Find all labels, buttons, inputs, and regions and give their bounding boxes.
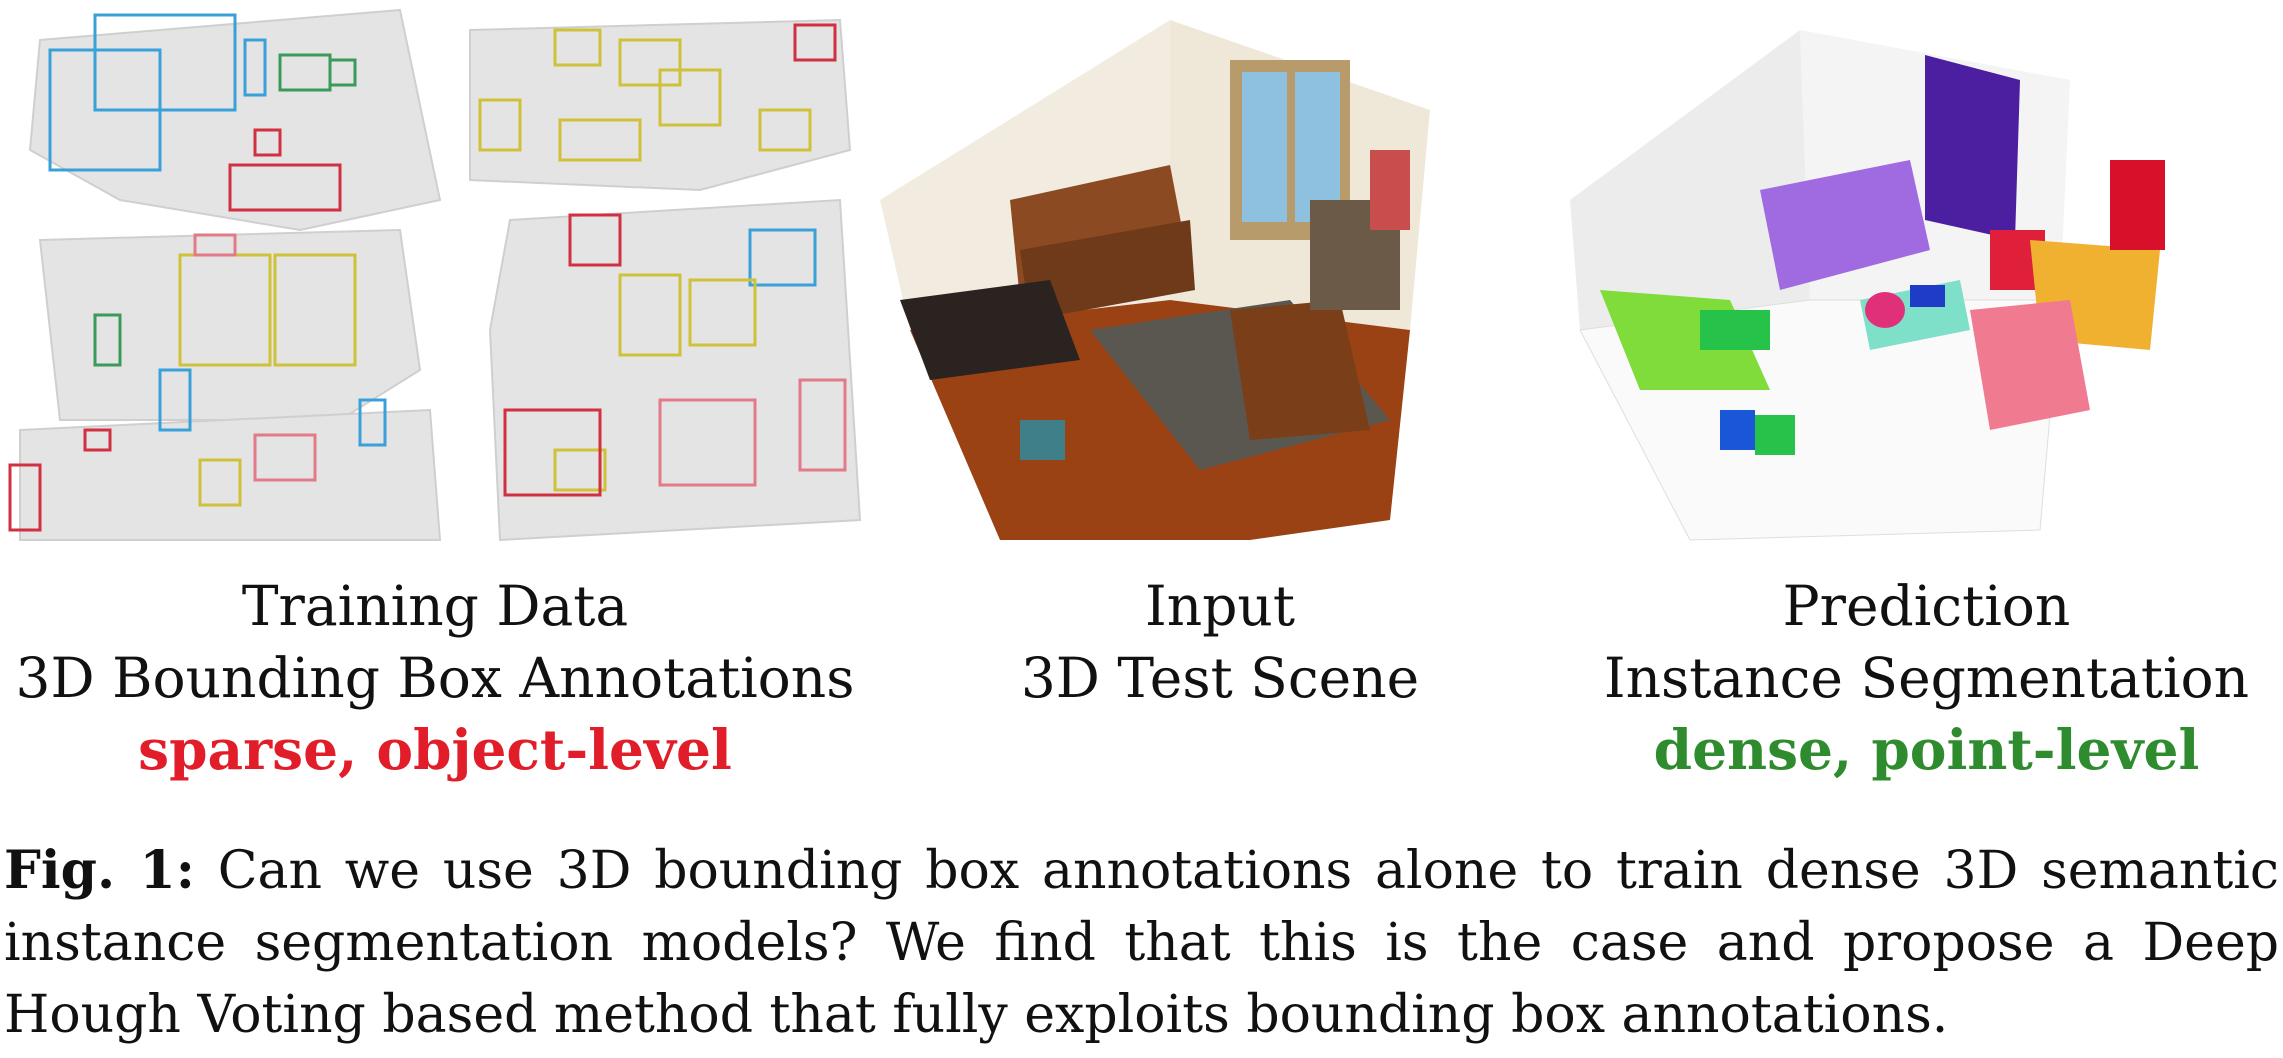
training-data-caption: Training Data 3D Bounding Box Annotation… bbox=[0, 570, 870, 786]
input-panel: Input 3D Test Scene bbox=[870, 0, 1570, 710]
training-data-panel: Training Data 3D Bounding Box Annotation… bbox=[0, 0, 870, 782]
input-subtitle: 3D Test Scene bbox=[1020, 646, 1420, 710]
prediction-caption: Prediction Instance Segmentation dense, … bbox=[1570, 570, 2283, 786]
training-data-subtitle: 3D Bounding Box Annotations bbox=[15, 646, 855, 710]
sparse-label: sparse, object-level bbox=[138, 717, 732, 782]
dense-label: dense, point-level bbox=[1653, 717, 2200, 782]
figure-caption: Fig. 1: Can we use 3D bounding box annot… bbox=[4, 835, 2279, 1051]
test-scene-image bbox=[880, 20, 1430, 540]
input-caption: Input 3D Test Scene bbox=[870, 570, 1570, 714]
figure-label: Fig. 1: bbox=[4, 840, 195, 901]
input-title: Input bbox=[1145, 574, 1295, 638]
prediction-title: Prediction bbox=[1782, 574, 2071, 638]
prediction-panel: Prediction Instance Segmentation dense, … bbox=[1570, 0, 2283, 782]
bounding-box-scenes-image bbox=[8, 8, 862, 542]
prediction-subtitle: Instance Segmentation bbox=[1603, 646, 2250, 710]
instance-segmentation-image bbox=[1570, 30, 2165, 541]
figure-caption-text: Can we use 3D bounding box annotations a… bbox=[4, 841, 2279, 1045]
training-data-title: Training Data bbox=[241, 574, 629, 638]
